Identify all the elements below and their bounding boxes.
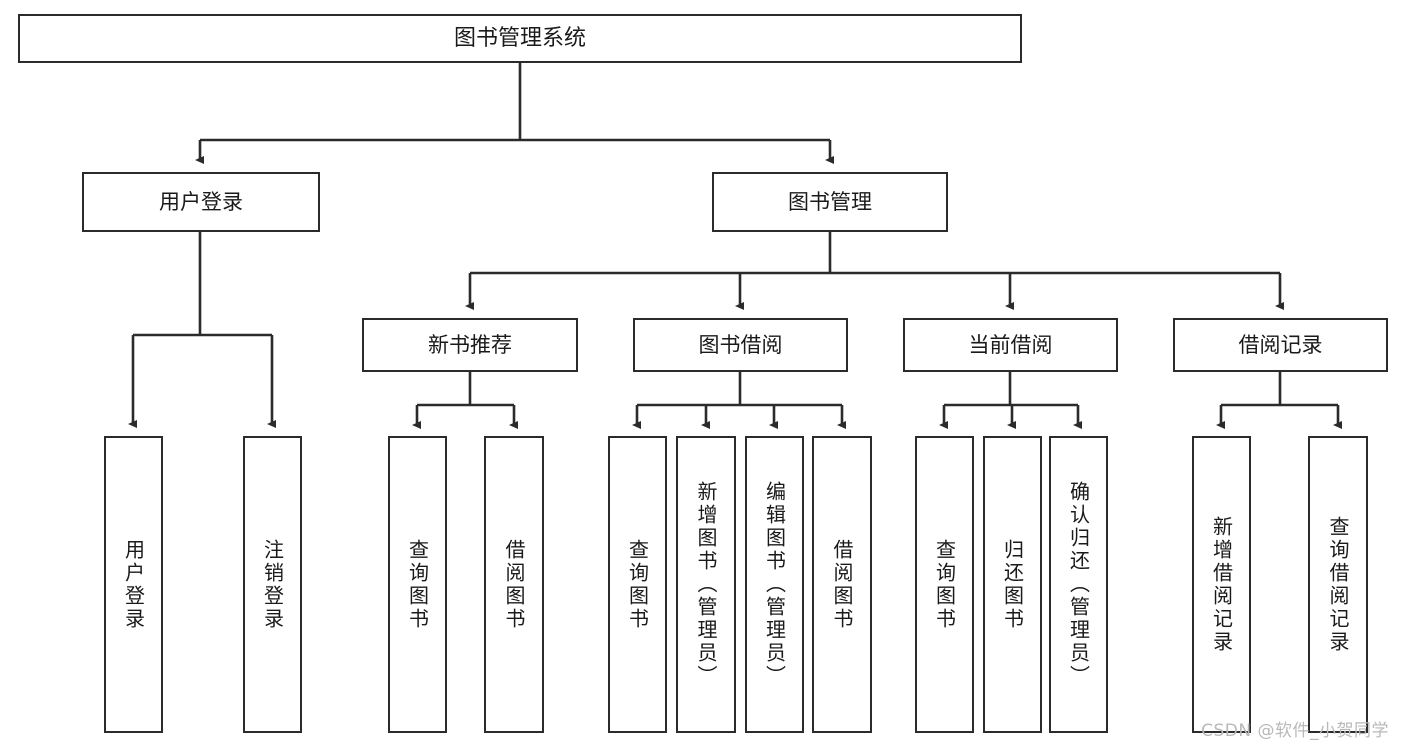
leaf-current-query-book[interactable]: 查询图书 <box>915 436 974 733</box>
leaf-current-return-book[interactable]: 归还图书 <box>983 436 1042 733</box>
node-book-borrow[interactable]: 图书借阅 <box>633 318 848 372</box>
node-label: 借阅记录 <box>1238 332 1323 357</box>
node-label: 编辑图书（管理员） <box>762 481 787 688</box>
node-label: 图书借阅 <box>698 332 783 357</box>
node-label: 查询图书 <box>625 538 650 631</box>
node-label: 新书推荐 <box>428 332 512 357</box>
node-current-borrow[interactable]: 当前借阅 <box>903 318 1118 372</box>
node-label: 注销登录 <box>260 538 285 631</box>
node-label: 当前借阅 <box>968 332 1053 357</box>
node-label: 确认归还（管理员） <box>1066 481 1091 688</box>
node-label: 图书管理系统 <box>453 25 586 51</box>
node-user-login[interactable]: 用户登录 <box>82 172 320 232</box>
node-label: 新增图书（管理员） <box>694 481 718 688</box>
leaf-user-login-logout[interactable]: 注销登录 <box>243 436 302 733</box>
leaf-record-add[interactable]: 新增借阅记录 <box>1192 436 1251 733</box>
leaf-new-book-query[interactable]: 查询图书 <box>388 436 447 733</box>
leaf-user-login-login[interactable]: 用户登录 <box>104 436 163 733</box>
node-label: 查询图书 <box>932 538 957 631</box>
node-label: 图书管理 <box>788 189 872 214</box>
node-label: 借阅图书 <box>502 538 526 631</box>
leaf-borrow-edit-book[interactable]: 编辑图书（管理员） <box>745 436 804 733</box>
node-borrow-record[interactable]: 借阅记录 <box>1173 318 1388 372</box>
leaf-new-book-borrow[interactable]: 借阅图书 <box>484 436 544 733</box>
leaf-borrow-borrow-book[interactable]: 借阅图书 <box>812 436 872 733</box>
node-label: 归还图书 <box>1000 538 1025 631</box>
node-label: 用户登录 <box>121 538 146 631</box>
leaf-borrow-query-book[interactable]: 查询图书 <box>608 436 667 733</box>
node-label: 查询借阅记录 <box>1326 515 1350 654</box>
csdn-watermark: CSDN @软件_小贺同学 <box>1201 721 1389 741</box>
node-new-book-recommend[interactable]: 新书推荐 <box>362 318 578 372</box>
leaf-borrow-add-book[interactable]: 新增图书（管理员） <box>676 436 736 733</box>
node-label: 新增借阅记录 <box>1209 515 1234 654</box>
node-label: 查询图书 <box>405 538 430 631</box>
node-label: 用户登录 <box>159 189 243 214</box>
node-book-management[interactable]: 图书管理 <box>712 172 948 232</box>
node-root-system[interactable]: 图书管理系统 <box>18 14 1022 63</box>
leaf-record-query[interactable]: 查询借阅记录 <box>1308 436 1368 733</box>
leaf-current-confirm-return[interactable]: 确认归还（管理员） <box>1049 436 1108 733</box>
node-label: 借阅图书 <box>830 538 854 631</box>
